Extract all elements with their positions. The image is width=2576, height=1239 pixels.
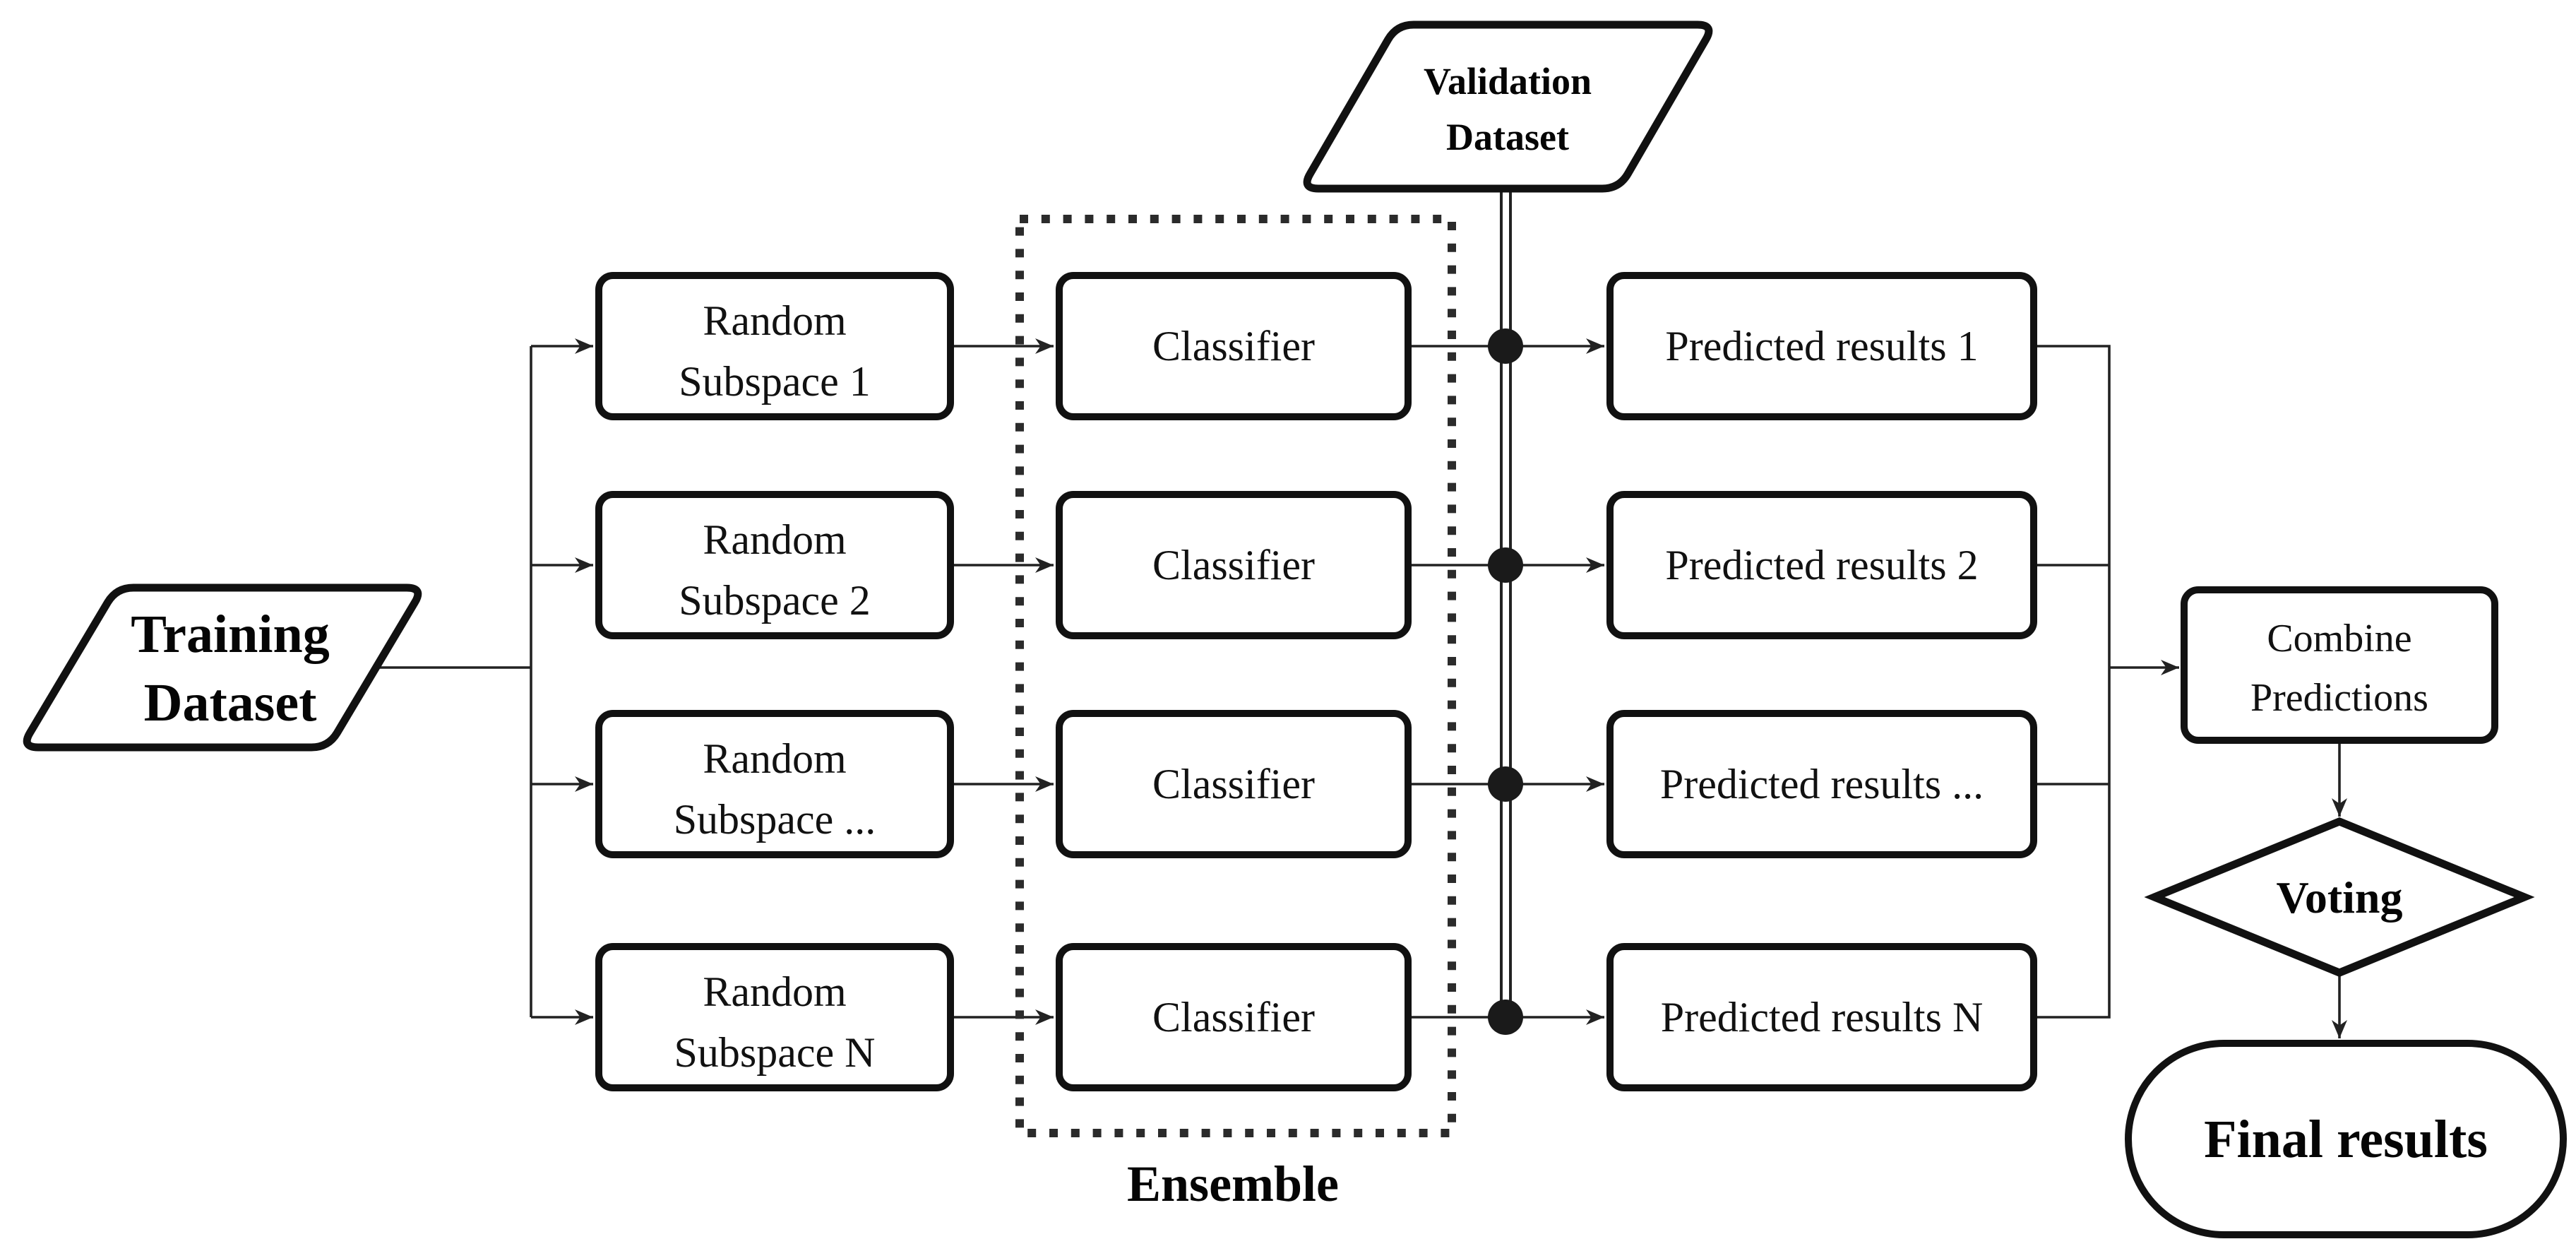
subspace-1-label-line1: Random bbox=[703, 297, 846, 344]
node-predicted-results-3: Predicted results ... bbox=[1606, 710, 2037, 858]
classifier-2-label: Classifier bbox=[1152, 542, 1315, 588]
subspace-3-label-line1: Random bbox=[703, 735, 846, 782]
validation-label-line2: Dataset bbox=[1446, 116, 1569, 158]
ensemble-label: Ensemble bbox=[1127, 1156, 1339, 1212]
junction-dot-3 bbox=[1488, 766, 1523, 802]
classifier-4-box bbox=[1056, 943, 1412, 1091]
final-results-label: Final results bbox=[2204, 1110, 2488, 1169]
collector-rail bbox=[2034, 345, 2111, 1019]
junction-dot-1 bbox=[1488, 328, 1523, 364]
junction-dots bbox=[1488, 328, 1523, 1035]
predicted-4-label: Predicted results N bbox=[1661, 994, 1984, 1041]
node-random-subspace-1: Random Subspace 1 bbox=[595, 272, 954, 420]
predicted-1-label: Predicted results 1 bbox=[1665, 323, 1978, 369]
training-label-line2: Dataset bbox=[144, 673, 317, 733]
classifier-2-box bbox=[1056, 491, 1412, 639]
classifier-3-label: Classifier bbox=[1152, 761, 1315, 807]
combine-label-line2: Predictions bbox=[2250, 676, 2428, 720]
subspace-2-label-line2: Subspace 2 bbox=[679, 577, 871, 624]
predicted-1-box bbox=[1606, 272, 2037, 420]
validation-label-line1: Validation bbox=[1424, 60, 1592, 102]
classifier-1-label: Classifier bbox=[1152, 323, 1315, 369]
subspace-3-box bbox=[595, 710, 954, 858]
node-predicted-results-1: Predicted results 1 bbox=[1606, 272, 2037, 420]
node-final-results: Final results bbox=[2125, 1040, 2567, 1238]
training-label-line1: Training bbox=[131, 605, 330, 664]
predicted-2-box bbox=[1606, 491, 2037, 639]
node-predicted-results-4: Predicted results N bbox=[1606, 943, 2037, 1091]
node-classifier-1: Classifier bbox=[1056, 272, 1412, 420]
validation-parallelogram bbox=[1303, 20, 1713, 193]
node-training-dataset: Training Dataset bbox=[23, 583, 422, 752]
subspace-4-label-line1: Random bbox=[703, 968, 846, 1015]
predicted-3-box bbox=[1606, 710, 2037, 858]
subspace-4-label-line2: Subspace N bbox=[674, 1029, 876, 1076]
subspace-1-box bbox=[595, 272, 954, 420]
subspace-2-label-line1: Random bbox=[703, 516, 846, 563]
voting-diamond bbox=[2144, 817, 2535, 977]
predicted-3-label: Predicted results ... bbox=[1660, 761, 1984, 807]
classifier-1-box bbox=[1056, 272, 1412, 420]
training-parallelogram bbox=[23, 583, 422, 752]
subspace-3-label-line2: Subspace ... bbox=[674, 796, 876, 843]
combine-label-line1: Combine bbox=[2267, 617, 2411, 660]
predicted-2-label: Predicted results 2 bbox=[1665, 542, 1978, 588]
node-predicted-results-2: Predicted results 2 bbox=[1606, 491, 2037, 639]
classifier-4-label: Classifier bbox=[1152, 994, 1315, 1041]
node-validation-dataset: Validation Dataset bbox=[1303, 20, 1713, 193]
classifier-3-box bbox=[1056, 710, 1412, 858]
node-classifier-2: Classifier bbox=[1056, 491, 1412, 639]
combine-box bbox=[2181, 586, 2498, 744]
subspace-2-box bbox=[595, 491, 954, 639]
node-voting: Voting bbox=[2144, 817, 2535, 977]
node-combine-predictions: Combine Predictions bbox=[2181, 586, 2498, 744]
final-results-stadium bbox=[2125, 1040, 2567, 1238]
node-classifier-4: Classifier bbox=[1056, 943, 1412, 1091]
junction-dot-2 bbox=[1488, 547, 1523, 583]
node-random-subspace-2: Random Subspace 2 bbox=[595, 491, 954, 639]
node-random-subspace-4: Random Subspace N bbox=[595, 943, 954, 1091]
subspace-1-label-line2: Subspace 1 bbox=[679, 358, 871, 405]
node-classifier-3: Classifier bbox=[1056, 710, 1412, 858]
subspace-4-box bbox=[595, 943, 954, 1091]
junction-dot-4 bbox=[1488, 1000, 1523, 1035]
node-random-subspace-3: Random Subspace ... bbox=[595, 710, 954, 858]
predicted-4-box bbox=[1606, 943, 2037, 1091]
voting-label: Voting bbox=[2276, 872, 2402, 923]
